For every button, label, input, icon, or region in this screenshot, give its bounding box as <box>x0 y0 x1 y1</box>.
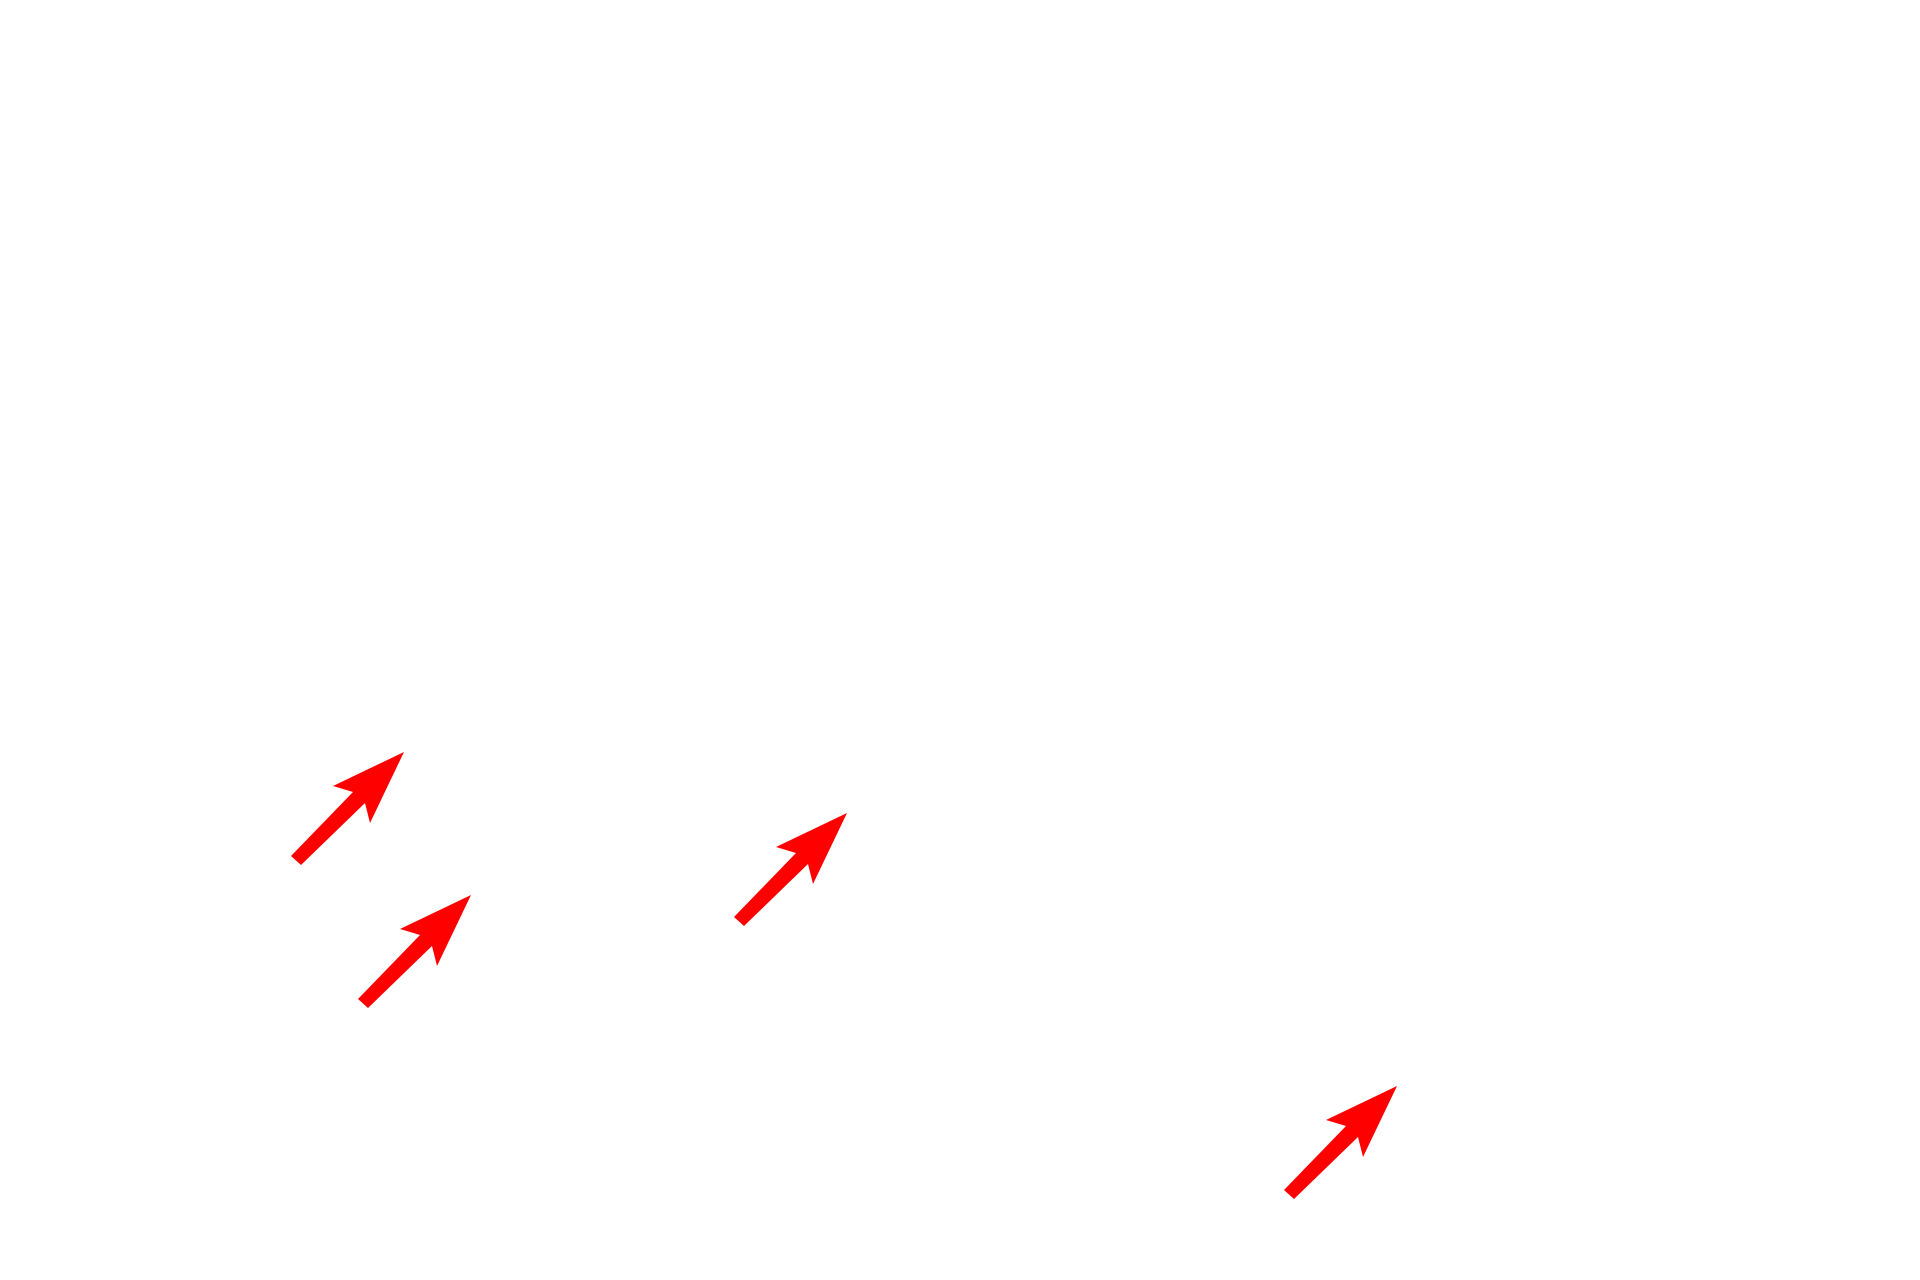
arrow-3-up-right-icon <box>734 813 847 926</box>
arrow-2-up-right-icon <box>358 895 471 1008</box>
arrow-4-up-right-icon <box>1284 1086 1397 1199</box>
arrow-1-up-right-icon <box>291 752 404 865</box>
